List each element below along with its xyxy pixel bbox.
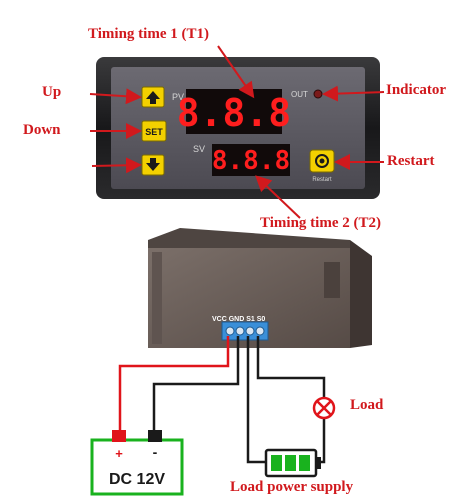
terminal-labels: VCC GND S1 S0 xyxy=(212,316,265,323)
battery-icon xyxy=(264,448,321,478)
terminal-s0 xyxy=(255,326,265,336)
set-button[interactable]: SET xyxy=(141,120,167,142)
out-label: OUT xyxy=(291,90,308,99)
out-indicator-led xyxy=(313,89,323,99)
down-button[interactable] xyxy=(141,154,165,176)
dc-supply-label: DC 12V xyxy=(109,471,165,488)
module-end-face xyxy=(350,240,372,348)
down-arrow-icon xyxy=(146,158,160,171)
wire-s0 xyxy=(256,336,326,398)
callout-down: Down xyxy=(23,122,61,138)
pv-label: PV xyxy=(172,92,184,102)
restart-small-label: Restart xyxy=(312,177,332,183)
callout-timing-time-1: Timing time 1 (T1) xyxy=(88,26,209,42)
sv-display-window xyxy=(212,144,290,176)
top-leader-lines xyxy=(89,45,385,219)
callout-restart: Restart xyxy=(387,153,435,169)
set-button-label: SET xyxy=(145,127,163,137)
restart-button[interactable] xyxy=(309,149,335,173)
dc-plus-label: + xyxy=(115,446,123,461)
dc-minus-terminal xyxy=(148,430,162,442)
wire-gnd xyxy=(152,336,240,432)
dc-minus-label: - xyxy=(153,444,158,460)
sv-display: 8.8.8 xyxy=(212,146,290,176)
timer-front-panel: 8.8.8 PV 8.8.8 SV OUT SET Restar xyxy=(96,57,380,199)
up-button[interactable] xyxy=(141,86,165,108)
terminal-gnd xyxy=(235,326,245,336)
wire-s1 xyxy=(246,336,268,464)
pv-display-window xyxy=(186,89,282,134)
pv-display: 8.8.8 xyxy=(177,91,291,135)
load-x-icon xyxy=(312,396,336,420)
dc-power-supply: + - DC 12V xyxy=(90,430,184,496)
sv-label: SV xyxy=(193,144,205,154)
up-arrow-icon xyxy=(146,91,160,104)
callout-indicator: Indicator xyxy=(386,82,446,98)
terminal-vcc xyxy=(225,326,235,336)
callout-timing-time-2: Timing time 2 (T2) xyxy=(260,215,381,231)
callout-up: Up xyxy=(42,84,62,100)
dc-supply-box xyxy=(90,438,184,496)
callout-load: Load xyxy=(350,397,384,413)
terminal-s1 xyxy=(245,326,255,336)
module-rim xyxy=(152,252,162,344)
terminal-block xyxy=(221,321,269,341)
module-latch xyxy=(324,262,340,298)
wire-load-supply xyxy=(318,418,326,464)
timer-back-module: VCC GND S1 S0 xyxy=(148,228,372,348)
restart-icon xyxy=(315,154,329,168)
wiring xyxy=(118,336,326,464)
callout-load-power-supply: Load power supply xyxy=(230,479,354,495)
wire-vcc xyxy=(118,336,230,432)
dc-plus-terminal xyxy=(112,430,126,442)
